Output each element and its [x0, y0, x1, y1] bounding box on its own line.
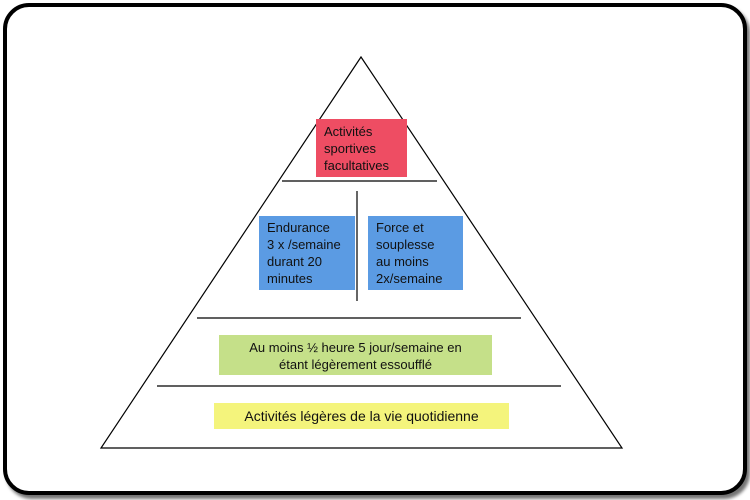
box-strength-flexibility: Force et souplesse au moins 2x/semaine — [368, 216, 463, 290]
box-strength-line-3: au moins — [376, 254, 429, 269]
box-endurance-line-2: 3 x /semaine — [267, 237, 341, 252]
box-optional-sports-line-1: Activités — [324, 124, 373, 139]
box-strength-line-1: Force et — [376, 220, 424, 235]
box-endurance-line-3: durant 20 — [267, 254, 322, 269]
pyramid-outline — [99, 55, 624, 449]
box-endurance-line-4: minutes — [267, 271, 313, 286]
box-daily-light-text: Activités légères de la vie quotidienne — [244, 408, 479, 424]
box-optional-sports-line-2: sportives — [324, 141, 377, 156]
box-endurance: Endurance 3 x /semaine durant 20 minutes — [259, 216, 355, 290]
box-strength-line-2: souplesse — [376, 237, 435, 252]
box-strength-line-4: 2x/semaine — [376, 271, 443, 286]
box-half-hour-activity: Au moins ½ heure 5 jour/semaine en étant… — [219, 335, 492, 375]
box-daily-light-activities: Activités légères de la vie quotidienne — [214, 403, 509, 429]
box-optional-sports: Activités sportives facultatives — [316, 119, 407, 177]
box-half-hour-line-1: Au moins ½ heure 5 jour/semaine en — [249, 340, 462, 355]
box-endurance-line-1: Endurance — [267, 220, 330, 235]
box-optional-sports-line-3: facultatives — [324, 158, 390, 173]
box-half-hour-line-2: étant légèrement essoufflé — [279, 357, 432, 372]
